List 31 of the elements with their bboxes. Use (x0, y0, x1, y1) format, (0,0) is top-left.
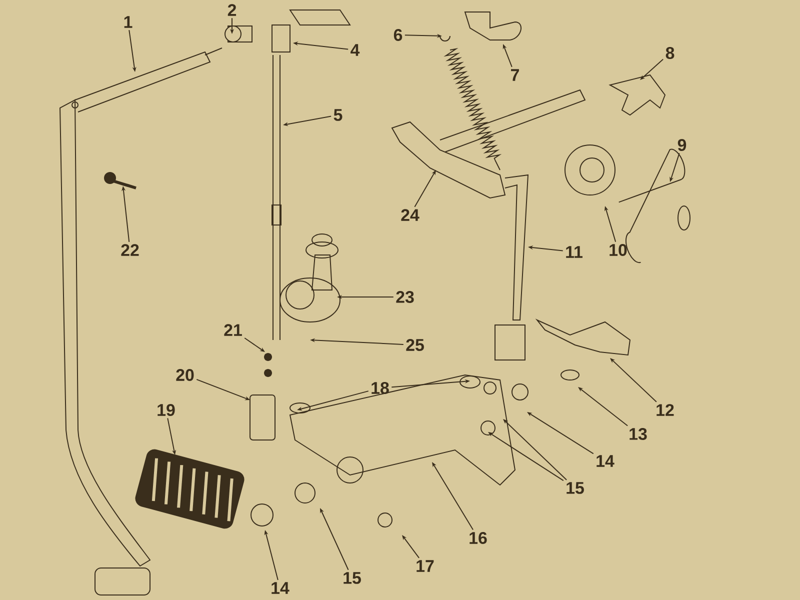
callout-number: 19 (158, 404, 175, 416)
leader-line (640, 58, 664, 80)
callout-number: 2 (228, 4, 236, 16)
callout-number: 9 (678, 139, 686, 151)
callout-number: 10 (610, 244, 627, 256)
callout-number: 12 (656, 404, 674, 416)
callout-number: 6 (394, 29, 402, 41)
callout-number: 11 (566, 246, 582, 258)
callout-number: 14 (272, 582, 290, 594)
callout-number: 22 (121, 244, 139, 256)
callout-number: 13 (630, 428, 647, 440)
callout-number: 8 (666, 47, 674, 59)
callout-number: 18 (372, 382, 389, 394)
callout-number: 20 (176, 369, 194, 381)
leader-line (578, 387, 628, 426)
callout-number: 7 (511, 69, 519, 81)
leader-line (402, 535, 420, 558)
callout-number: 16 (470, 532, 487, 544)
callout-number: 4 (350, 44, 360, 56)
leader-line (610, 358, 657, 402)
callout-number: 15 (344, 572, 361, 584)
callout-number: 5 (334, 109, 342, 121)
callout-number: 23 (396, 290, 414, 303)
callout-number: 21 (224, 324, 242, 336)
callout-number: 14 (596, 455, 614, 467)
leader-line (503, 419, 568, 480)
callout-number: 25 (406, 339, 424, 351)
callout-number: 15 (566, 482, 584, 494)
callout-number: 24 (401, 209, 420, 221)
callout-number: 17 (416, 560, 434, 572)
callout-number: 1 (124, 16, 132, 28)
